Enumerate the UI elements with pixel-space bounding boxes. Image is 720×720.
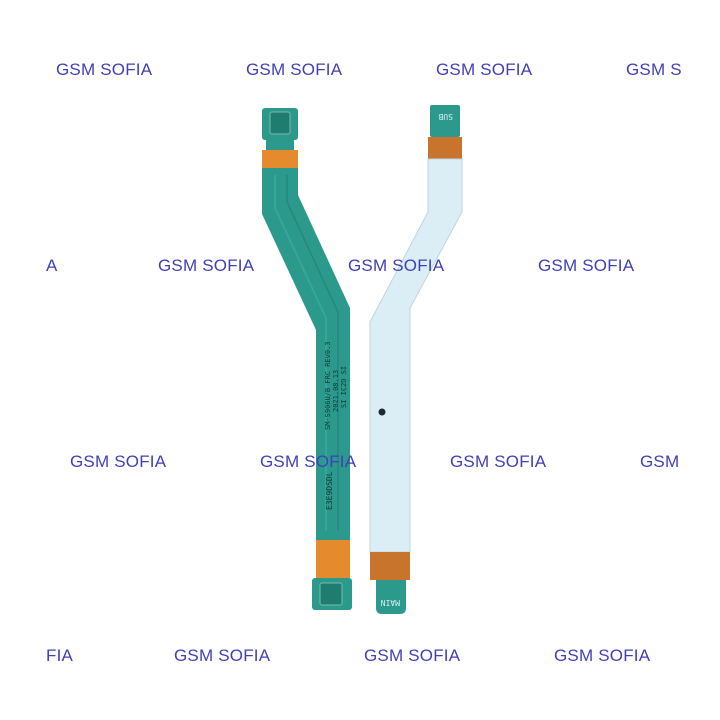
right-cable-bottom-tab [376, 580, 406, 614]
right-cable-bottom-label: MAIN [381, 598, 400, 607]
right-cable-bottom-stiffener [370, 552, 410, 580]
left-cable-bottom-stiffener [316, 540, 350, 578]
left-cable-top-stiffener [262, 150, 298, 168]
right-cable-top-label: SUB [438, 112, 453, 121]
right-cable-mount-hole [378, 408, 386, 416]
right-cable-body [369, 158, 463, 553]
left-cable-body [262, 168, 350, 540]
left-cable-bottom-connector [319, 582, 343, 606]
left-cable-top-connector [269, 111, 291, 135]
left-cable-date-text: 2021.08.13 [332, 370, 340, 412]
right-flex-cable: SUB MAIN [369, 105, 463, 614]
right-cable-top-tab [430, 105, 460, 137]
left-flex-cable: SM-S906U/B FRC REV0.3 2021.08.13 SI IC2D… [262, 108, 352, 610]
left-cable-part-code: E3E9DSDL [325, 471, 334, 510]
right-cable-top-stiffener [428, 137, 462, 159]
left-cable-code-text: SI IC2D SI [340, 366, 348, 408]
left-cable-model-text: SM-S906U/B FRC REV0.3 [324, 341, 332, 430]
